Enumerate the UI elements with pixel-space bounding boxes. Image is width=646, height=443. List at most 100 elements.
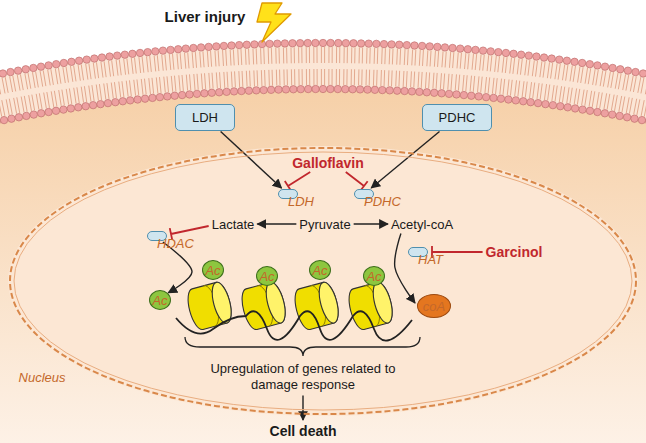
lipid-tail [5, 77, 8, 93]
lipid-head [220, 42, 227, 49]
lipid-tail [406, 71, 408, 87]
node-text: LDH [288, 194, 314, 209]
lipid-tail [535, 61, 537, 77]
lipid-head [534, 99, 541, 106]
lipid-tail [14, 98, 17, 114]
lipid-tail [96, 62, 98, 78]
lipid-tail [532, 60, 534, 76]
lipid-tail [328, 47, 329, 63]
lipid-head [342, 85, 349, 92]
lipid-tail [195, 52, 196, 68]
lipid-tail [468, 53, 469, 69]
lipid-tail [455, 74, 456, 90]
acetyl-group: Ac [363, 266, 385, 286]
lipid-tail [596, 92, 599, 108]
lipid-tail [20, 74, 23, 90]
lipid-tail [618, 74, 621, 90]
lipid-tail [108, 61, 110, 77]
lipid-head [129, 50, 136, 57]
lipid-tail [298, 69, 299, 85]
lipid-tail [25, 74, 28, 90]
lipid-tail [500, 79, 502, 95]
metabolite: Pyruvate [299, 217, 350, 232]
lipid-head [411, 42, 418, 49]
lipid-head [418, 42, 425, 49]
lipid-head [23, 112, 30, 119]
lipid-tail [449, 52, 450, 68]
lipid-tail [351, 69, 352, 85]
lipid-tail [559, 86, 561, 102]
lipid-tail [321, 69, 322, 85]
lipid-head [453, 91, 460, 98]
lipid-tail [39, 93, 42, 109]
lipid-head [631, 115, 638, 122]
lipid-tail [551, 63, 553, 79]
lipid-tail [150, 56, 152, 72]
acetyl-group: Ac [149, 290, 171, 310]
lipid-head [388, 41, 395, 48]
brace [185, 337, 420, 356]
lipid-tail [301, 47, 302, 63]
lipid-head [616, 112, 623, 119]
lipid-tail [585, 68, 588, 84]
lipid-tail [28, 73, 31, 89]
lipid-tail [373, 70, 375, 86]
lipid-head [457, 45, 464, 52]
lipid-tail [377, 48, 379, 64]
nucleus-fill [8, 146, 638, 416]
lipid-tail [641, 78, 644, 94]
lipid-tail [122, 81, 124, 97]
lipid-head [182, 45, 189, 52]
lipid-tail [540, 61, 542, 77]
lipid-tail [611, 95, 614, 111]
lipid-tail [302, 69, 303, 85]
lipid-tail [203, 51, 204, 67]
lipid-head [441, 44, 448, 51]
lipid-tail [358, 69, 359, 85]
lipid-tail [487, 55, 489, 71]
lipid-head [639, 70, 646, 77]
lipid-tail [470, 76, 471, 92]
lipid-tail [131, 58, 133, 74]
lipid-tail [515, 80, 517, 96]
lipid-tail [201, 73, 202, 89]
lipid-tail [223, 72, 225, 88]
lipid-tail [513, 58, 515, 74]
lipid-head [401, 87, 408, 94]
lipid-tail [116, 60, 118, 76]
lipid-head [632, 68, 639, 75]
lipid-head [638, 116, 645, 123]
lipid-head [60, 106, 67, 113]
lipid-tail [298, 47, 299, 63]
lipid-tail [248, 49, 250, 65]
lipid-tail [359, 47, 360, 63]
lipid-tail [354, 47, 355, 63]
lipid-tail [472, 54, 473, 70]
lipid-head [371, 86, 378, 93]
lipid-head [289, 40, 296, 47]
lipid-tail [231, 72, 233, 88]
lipid-head [208, 89, 215, 96]
lipid-head [533, 53, 540, 60]
lipid-tail [17, 97, 20, 113]
lipid-tail [433, 73, 434, 89]
lipid-head [594, 108, 601, 115]
lipid-tail [111, 83, 113, 99]
lipid-head [106, 53, 113, 60]
lipid-head [517, 51, 524, 58]
lipid-head [312, 39, 319, 46]
lipid-tail [384, 70, 386, 86]
lipid-tail [518, 81, 520, 97]
lipid-head [525, 52, 532, 59]
lipid-tail [156, 77, 158, 93]
lipid-head [30, 111, 37, 118]
lipid-head [335, 39, 342, 46]
lipid-head [510, 50, 517, 57]
metabolite: Acetyl-coA [391, 217, 453, 232]
lipid-tail [129, 80, 131, 96]
lipid-head [127, 97, 134, 104]
lipid-head [556, 56, 563, 63]
lipid-head [609, 64, 616, 71]
lipid-tail [414, 50, 416, 66]
lipid-tail [0, 79, 1, 95]
